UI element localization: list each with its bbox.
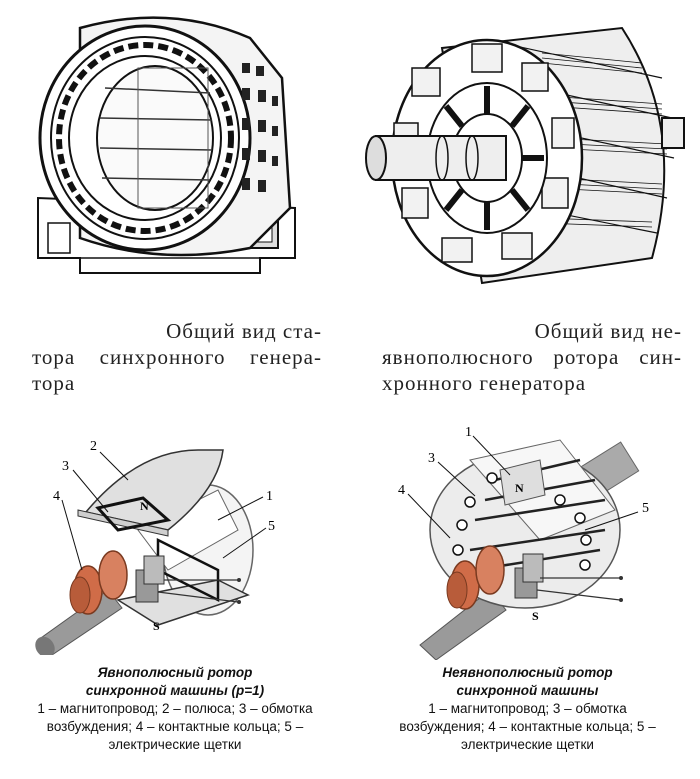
label-4: 4 [53,489,60,504]
label-1: 1 [465,425,472,440]
stator-drawing [37,16,296,274]
pole-north-label: N [515,481,524,495]
pole-south-label: S [532,609,539,623]
stator-caption-line: тора [32,371,76,395]
caption-desc: возбуждения; 4 – контактные кольца; 5 – [399,719,656,734]
label-4: 4 [398,483,405,498]
label-1: 1 [266,489,273,504]
stator-caption-line: тора синхронного генера- [32,345,322,369]
rotor-caption-line: хронного генератора [382,371,587,395]
label-3: 3 [428,451,435,466]
rotor-caption-line: явнополюсного ротора син- [382,345,682,369]
caption-title: синхронной машины (р=1) [85,683,265,698]
non-salient-rotor-caption: Неявнополюсный ротор синхронной машины 1… [360,664,695,754]
label-5: 5 [642,501,649,516]
caption-title: Явнополюсный ротор [97,665,253,680]
stator-caption-line: Общий вид ста- [166,319,322,343]
salient-rotor-caption: Явнополюсный ротор синхронной машины (р=… [5,664,345,754]
pole-south-label: S [153,619,160,633]
salient-pole-rotor-diagram: 2 3 4 1 5 N S [35,439,275,655]
caption-desc: электрические щетки [108,737,242,752]
label-5: 5 [268,519,275,534]
pole-north-label: N [140,499,149,513]
caption-title: синхронной машины [456,683,599,698]
rotor-caption-line: Общий вид не- [534,319,682,343]
rotor-caption: Общий вид не- явнополюсного ротора син- … [382,318,682,396]
caption-desc: 1 – магнитопровод; 2 – полюса; 3 – обмот… [37,701,313,716]
non-salient-pole-rotor-diagram: 1 3 4 5 N S [398,425,649,660]
label-2: 2 [90,439,97,454]
caption-desc: электрические щетки [461,737,594,752]
stator-caption: Общий вид ста- тора синхронного генера- … [32,318,322,396]
caption-desc: возбуждения; 4 – контактные кольца; 5 – [46,719,304,734]
caption-desc: 1 – магнитопровод; 3 – обмотка [428,701,627,716]
rotor-drawing [365,26,685,285]
label-3: 3 [62,459,69,474]
caption-title: Неявнополюсный ротор [442,665,613,680]
